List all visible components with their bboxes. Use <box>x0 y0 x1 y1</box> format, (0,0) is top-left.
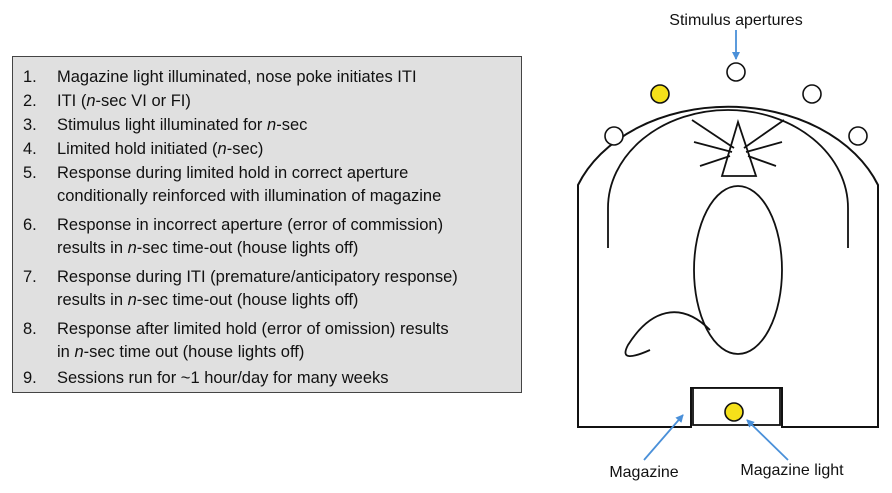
stimulus-aperture <box>802 84 822 104</box>
step-text-segment: -sec VI or FI) <box>95 92 191 110</box>
step-italic-variable: n <box>267 116 277 134</box>
step-number: 1. <box>23 68 37 86</box>
step-text-segment: Sessions run for ~1 hour/day for many we… <box>57 369 389 387</box>
step-text-segment: ITI ( <box>57 92 87 110</box>
stimulus-apertures-label: Stimulus apertures <box>669 12 802 29</box>
step-text-line: Response after limited hold (error of om… <box>57 318 449 341</box>
rat-tail <box>624 311 711 358</box>
step-text-line: results in n-sec time-out (house lights … <box>57 237 358 260</box>
protocol-step: 5. Response during limited hold in correc… <box>13 162 518 208</box>
step-text-segment: Response in incorrect aperture (error of… <box>57 216 444 234</box>
protocol-step: 9. Sessions run for ~1 hour/day for many … <box>13 367 518 390</box>
step-italic-variable: n <box>217 140 227 158</box>
magazine-light <box>724 402 744 422</box>
stimulus-aperture-group <box>604 62 868 146</box>
step-number: 6. <box>23 216 37 234</box>
step-text-line: Limited hold initiated (n-sec) <box>57 138 263 161</box>
rat-figure <box>624 119 785 358</box>
step-text-segment: Magazine light illuminated, nose poke in… <box>57 68 417 86</box>
step-number: 3. <box>23 116 37 134</box>
step-text-line: in n-sec time out (house lights off) <box>57 341 304 364</box>
stimulus-aperture <box>726 62 746 82</box>
step-text-segment: -sec time-out (house lights off) <box>136 239 359 257</box>
rat-whiskers-left <box>691 119 735 167</box>
protocol-step: 7. Response during ITI (premature/anticip… <box>13 266 518 312</box>
stimulus-aperture-lit <box>650 84 670 104</box>
step-text-line: Sessions run for ~1 hour/day for many we… <box>57 367 389 390</box>
rat-body <box>693 185 783 355</box>
step-text-segment: -sec time out (house lights off) <box>83 343 305 361</box>
step-text-line: ITI (n-sec VI or FI) <box>57 90 191 113</box>
step-text-segment: conditionally reinforced with illuminati… <box>57 187 442 205</box>
rat-whiskers-right <box>743 119 785 167</box>
step-text-line: Response in incorrect aperture (error of… <box>57 214 443 237</box>
step-number: 5. <box>23 164 37 182</box>
step-text-segment: Response after limited hold (error of om… <box>57 320 449 338</box>
rat-head <box>720 119 758 177</box>
stimulus-aperture <box>604 126 624 146</box>
step-text-line: Response during ITI (premature/anticipat… <box>57 266 458 289</box>
step-italic-variable: n <box>86 92 96 110</box>
step-text-segment: Response during ITI (premature/anticipat… <box>57 268 458 286</box>
step-text-segment: Stimulus light illuminated for <box>57 116 268 134</box>
step-number: 7. <box>23 268 37 286</box>
operant-chamber-diagram: Stimulus apertures Magazine Magazine lig… <box>577 12 879 481</box>
protocol-step: 1. Magazine light illuminated, nose poke … <box>13 66 518 89</box>
protocol-steps-box: 1. Magazine light illuminated, nose poke … <box>12 56 522 393</box>
step-text-line: Magazine light illuminated, nose poke in… <box>57 66 417 89</box>
step-text-line: results in n-sec time-out (house lights … <box>57 289 358 312</box>
magazine-light-label: Magazine light <box>740 462 844 479</box>
protocol-step: 8. Response after limited hold (error of … <box>13 318 518 364</box>
protocol-step: 4. Limited hold initiated (n-sec) <box>13 138 518 161</box>
step-text-segment: in <box>57 343 75 361</box>
magazine-arrow <box>643 414 684 461</box>
magazine-label: Magazine <box>609 464 678 481</box>
step-text-segment: Response during limited hold in correct … <box>57 164 409 182</box>
step-text-line: Stimulus light illuminated for n-sec <box>57 114 307 137</box>
step-number: 4. <box>23 140 37 158</box>
step-number: 9. <box>23 369 37 387</box>
protocol-step: 2. ITI (n-sec VI or FI) <box>13 90 518 113</box>
chamber-inner-wall <box>607 109 849 248</box>
step-text-segment: -sec) <box>226 140 264 158</box>
protocol-step: 6. Response in incorrect aperture (error … <box>13 214 518 260</box>
stimulus-aperture <box>848 126 868 146</box>
step-text-segment: results in <box>57 291 128 309</box>
protocol-step: 3. Stimulus light illuminated for n-sec <box>13 114 518 137</box>
step-number: 8. <box>23 320 37 338</box>
step-text-segment: -sec <box>276 116 308 134</box>
step-text-segment: -sec time-out (house lights off) <box>136 291 359 309</box>
step-italic-variable: n <box>74 343 84 361</box>
step-number: 2. <box>23 92 37 110</box>
step-text-segment: Limited hold initiated ( <box>57 140 218 158</box>
magazine-light-arrow <box>746 419 789 461</box>
step-italic-variable: n <box>127 291 137 309</box>
step-italic-variable: n <box>127 239 137 257</box>
chamber-outline <box>577 105 879 428</box>
step-text-segment: results in <box>57 239 128 257</box>
step-text-line: conditionally reinforced with illuminati… <box>57 185 441 208</box>
step-text-line: Response during limited hold in correct … <box>57 162 408 185</box>
